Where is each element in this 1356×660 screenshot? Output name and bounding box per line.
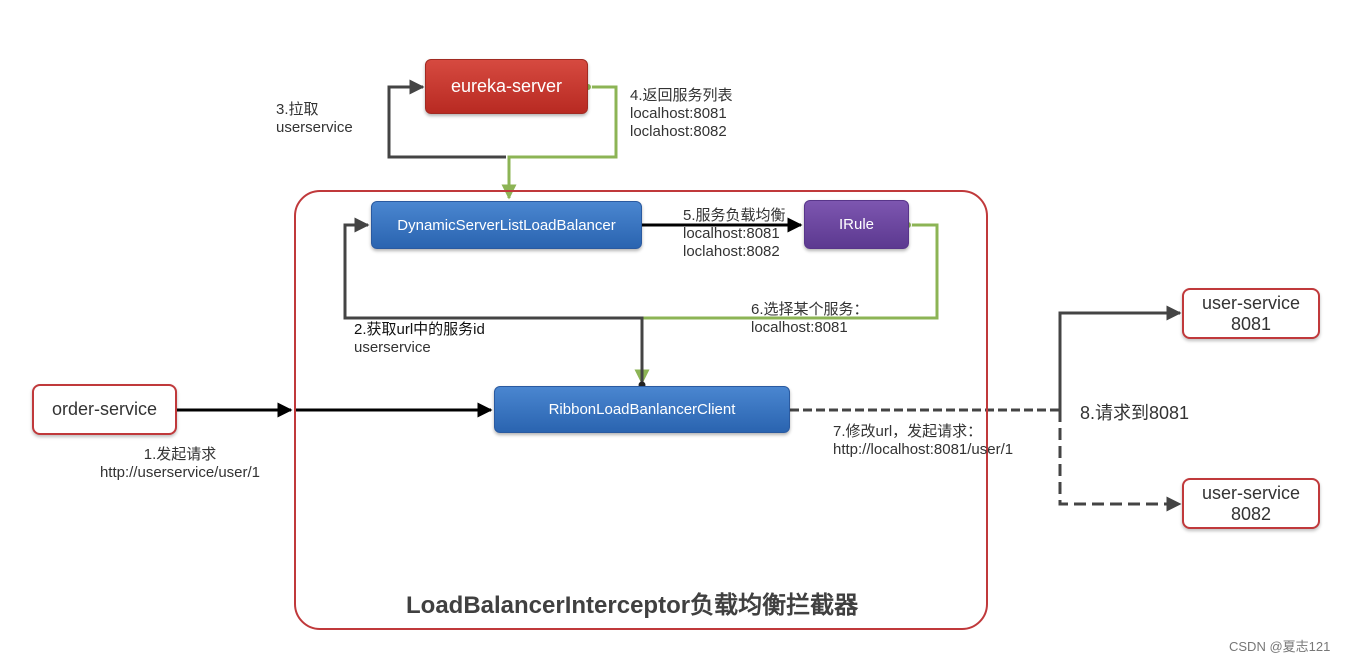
- arrow-pull-userservice: [387, 79, 506, 159]
- ribbon-load-balancer-client-node: RibbonLoadBanlancerClient: [494, 386, 790, 433]
- user-service-8082-port: 8082: [1230, 503, 1272, 524]
- user-service-8081-port: 8081: [1230, 313, 1272, 334]
- step1-label: 1.发起请求 http://userservice/user/1: [99, 446, 261, 481]
- user-service-8082-node: user-service 8082: [1182, 478, 1320, 529]
- step7-label: 7.修改url，发起请求： http://localhost:8081/user…: [833, 423, 1014, 458]
- watermark: CSDN @夏志121: [1229, 639, 1331, 654]
- step6-label: 6.选择某个服务： localhost:8081: [751, 301, 869, 336]
- step2-value: userservice: [354, 339, 431, 356]
- step8-label: 8.请求到8081: [1080, 403, 1190, 423]
- irule-node: IRule: [804, 200, 909, 249]
- arrow-to-8081: [1058, 305, 1182, 410]
- arrow-return-service-list: [501, 85, 618, 200]
- step4-label: 4.返回服务列表 localhost:8081 loclahost:8082: [630, 87, 733, 140]
- order-service-node: order-service: [32, 384, 177, 435]
- dynamic-server-list-load-balancer-node: DynamicServerListLoadBalancer: [371, 201, 642, 249]
- user-service-8081-node: user-service 8081: [1182, 288, 1320, 339]
- arrow-get-service-id: [343, 217, 644, 384]
- container-title: LoadBalancerInterceptor负载均衡拦截器: [406, 592, 859, 619]
- arrow-to-8082: [1058, 410, 1182, 512]
- step3-label: 3.拉取 userservice: [276, 101, 353, 136]
- step2-label: 2.获取url中的服务id: [354, 321, 485, 338]
- eureka-server-node: eureka-server: [425, 59, 588, 114]
- load-balancer-interceptor-container: [294, 190, 988, 630]
- user-service-8081-name: user-service: [1201, 292, 1301, 313]
- user-service-8082-name: user-service: [1201, 482, 1301, 503]
- step5-label: 5.服务负载均衡 localhost:8081 loclahost:8082: [683, 207, 786, 260]
